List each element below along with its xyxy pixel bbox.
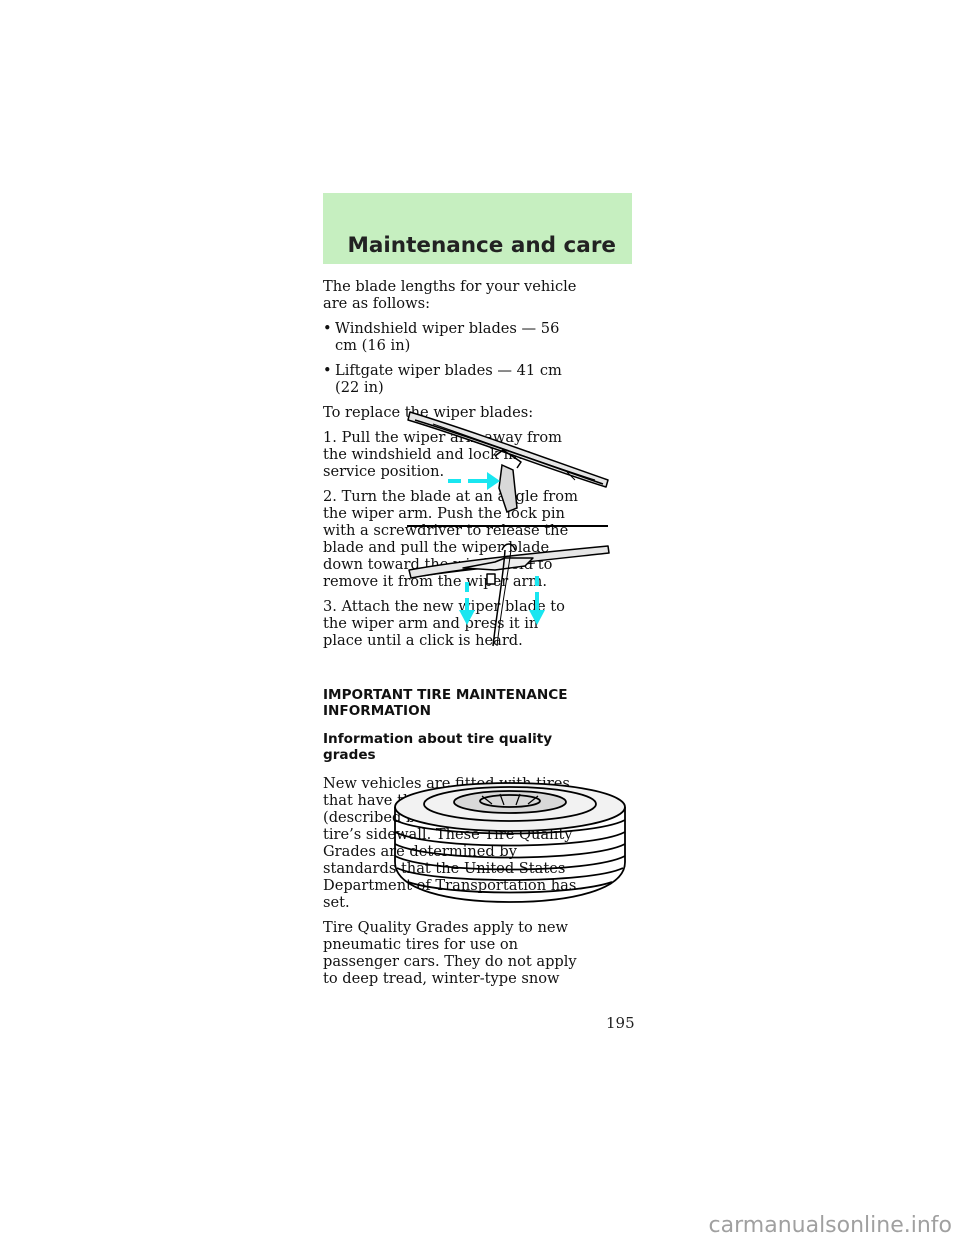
- bullet-item: • Liftgate wiper blades — 41 cm (22 in): [323, 362, 578, 396]
- wiper-blade-top: [407, 411, 609, 488]
- bullet-text: Liftgate wiper blades — 41 cm (22 in): [335, 362, 562, 396]
- bullet-item: • Windshield wiper blades — 56 cm (16 in…: [323, 320, 578, 354]
- bullet-symbol: •: [323, 362, 332, 379]
- tire-paragraph-2: Tire Quality Grades apply to new pneumat…: [323, 919, 577, 987]
- replace-intro: To replace the wiper blades:: [323, 404, 534, 421]
- step-1: 1. Pull the wiper arm away from the wind…: [323, 429, 562, 480]
- lock-pin: [498, 463, 518, 513]
- step-3: 3. Attach the new wiper blade to the wip…: [323, 598, 565, 649]
- bullet-symbol: •: [323, 320, 332, 337]
- section-header: Maintenance and care: [323, 193, 632, 264]
- intro-paragraph: The blade lengths for your vehicle are a…: [323, 278, 577, 312]
- wiper-blade-illustration: [407, 411, 610, 647]
- section-heading: IMPORTANT TIRE MAINTENANCE INFORMATION: [323, 687, 568, 719]
- arrow-right-head: [487, 472, 500, 490]
- page-number: 195: [606, 1014, 635, 1032]
- bullet-text: Windshield wiper blades — 56 cm (16 in): [335, 320, 560, 354]
- arrow-down-right-head: [529, 610, 545, 625]
- watermark: carmanualsonline.info: [708, 1213, 952, 1238]
- text-column: The blade lengths for your vehicle are a…: [323, 278, 578, 995]
- arrow-down-left-head: [459, 610, 475, 625]
- section-title: Maintenance and care: [347, 233, 617, 258]
- wiper-blade-bottom: [408, 543, 610, 647]
- tire-illustration: [394, 782, 626, 903]
- subheading: Information about tire quality grades: [323, 731, 553, 763]
